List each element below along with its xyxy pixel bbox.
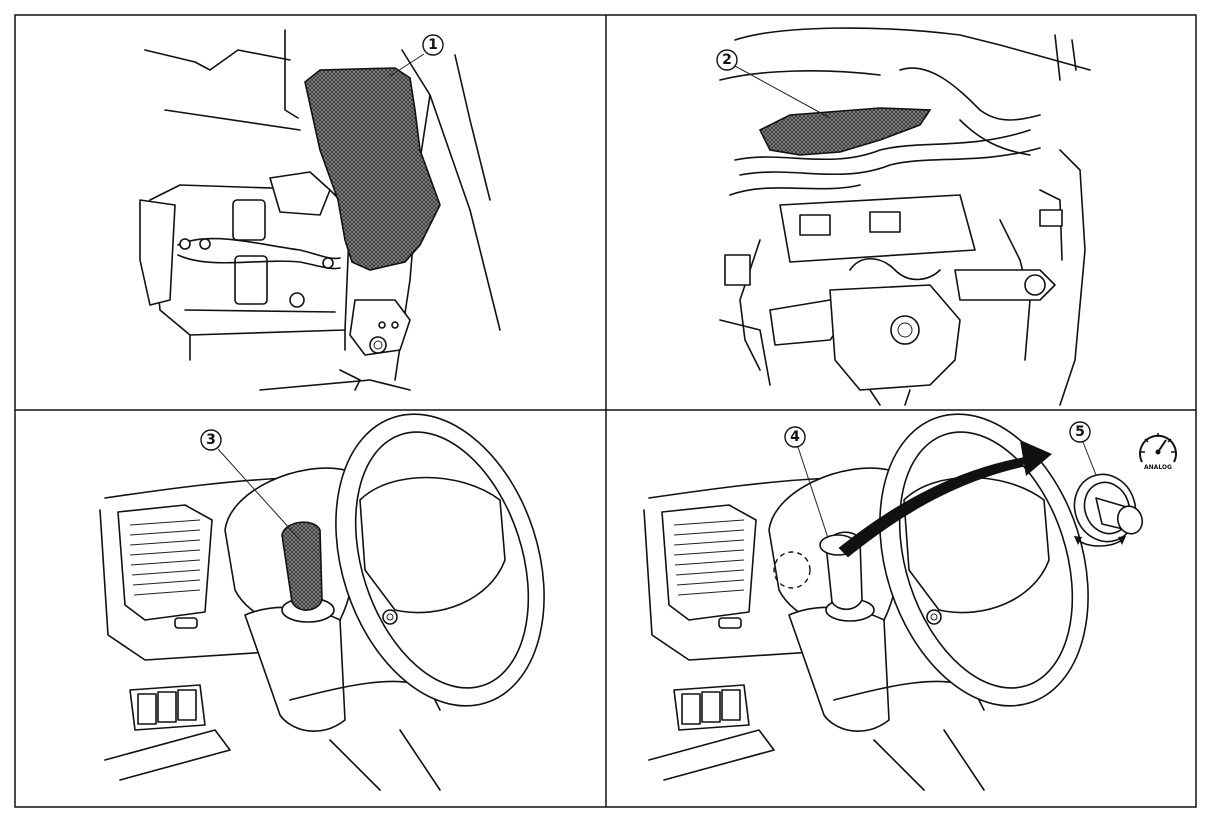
curved-arrow-icon xyxy=(838,440,1052,558)
callout-1: 1 xyxy=(422,34,444,56)
panel-2-under-dash: 2 xyxy=(716,27,1091,406)
svg-text:2: 2 xyxy=(722,52,732,68)
rotate-arrows-icon xyxy=(1074,536,1126,547)
svg-text:5: 5 xyxy=(1075,424,1085,440)
knob-closeup xyxy=(1073,473,1144,543)
steering-wheel xyxy=(335,413,545,707)
panel-3-ignition: 3 xyxy=(99,413,545,791)
callout-3: 3 xyxy=(200,429,222,451)
panel-4-knob-rotate: 4 5 xyxy=(643,413,1177,791)
callout-2: 2 xyxy=(716,49,738,71)
dashed-position-marker xyxy=(773,551,811,589)
svg-text:4: 4 xyxy=(790,429,800,445)
bcm-module-hatched xyxy=(758,107,932,156)
svg-text:3: 3 xyxy=(206,432,216,448)
ipdm-cover-hatched xyxy=(304,67,441,271)
ignition-knob-hatched xyxy=(281,521,323,611)
steering-wheel-2 xyxy=(879,413,1089,707)
callout-5: 5 xyxy=(1069,421,1091,443)
speedometer-label: ANALOG xyxy=(1144,464,1172,471)
panel-1-engine-bay: 1 xyxy=(139,29,501,391)
svg-text:1: 1 xyxy=(428,37,438,53)
speedometer-icon: ANALOG xyxy=(1139,433,1177,471)
callout-4: 4 xyxy=(784,426,806,448)
